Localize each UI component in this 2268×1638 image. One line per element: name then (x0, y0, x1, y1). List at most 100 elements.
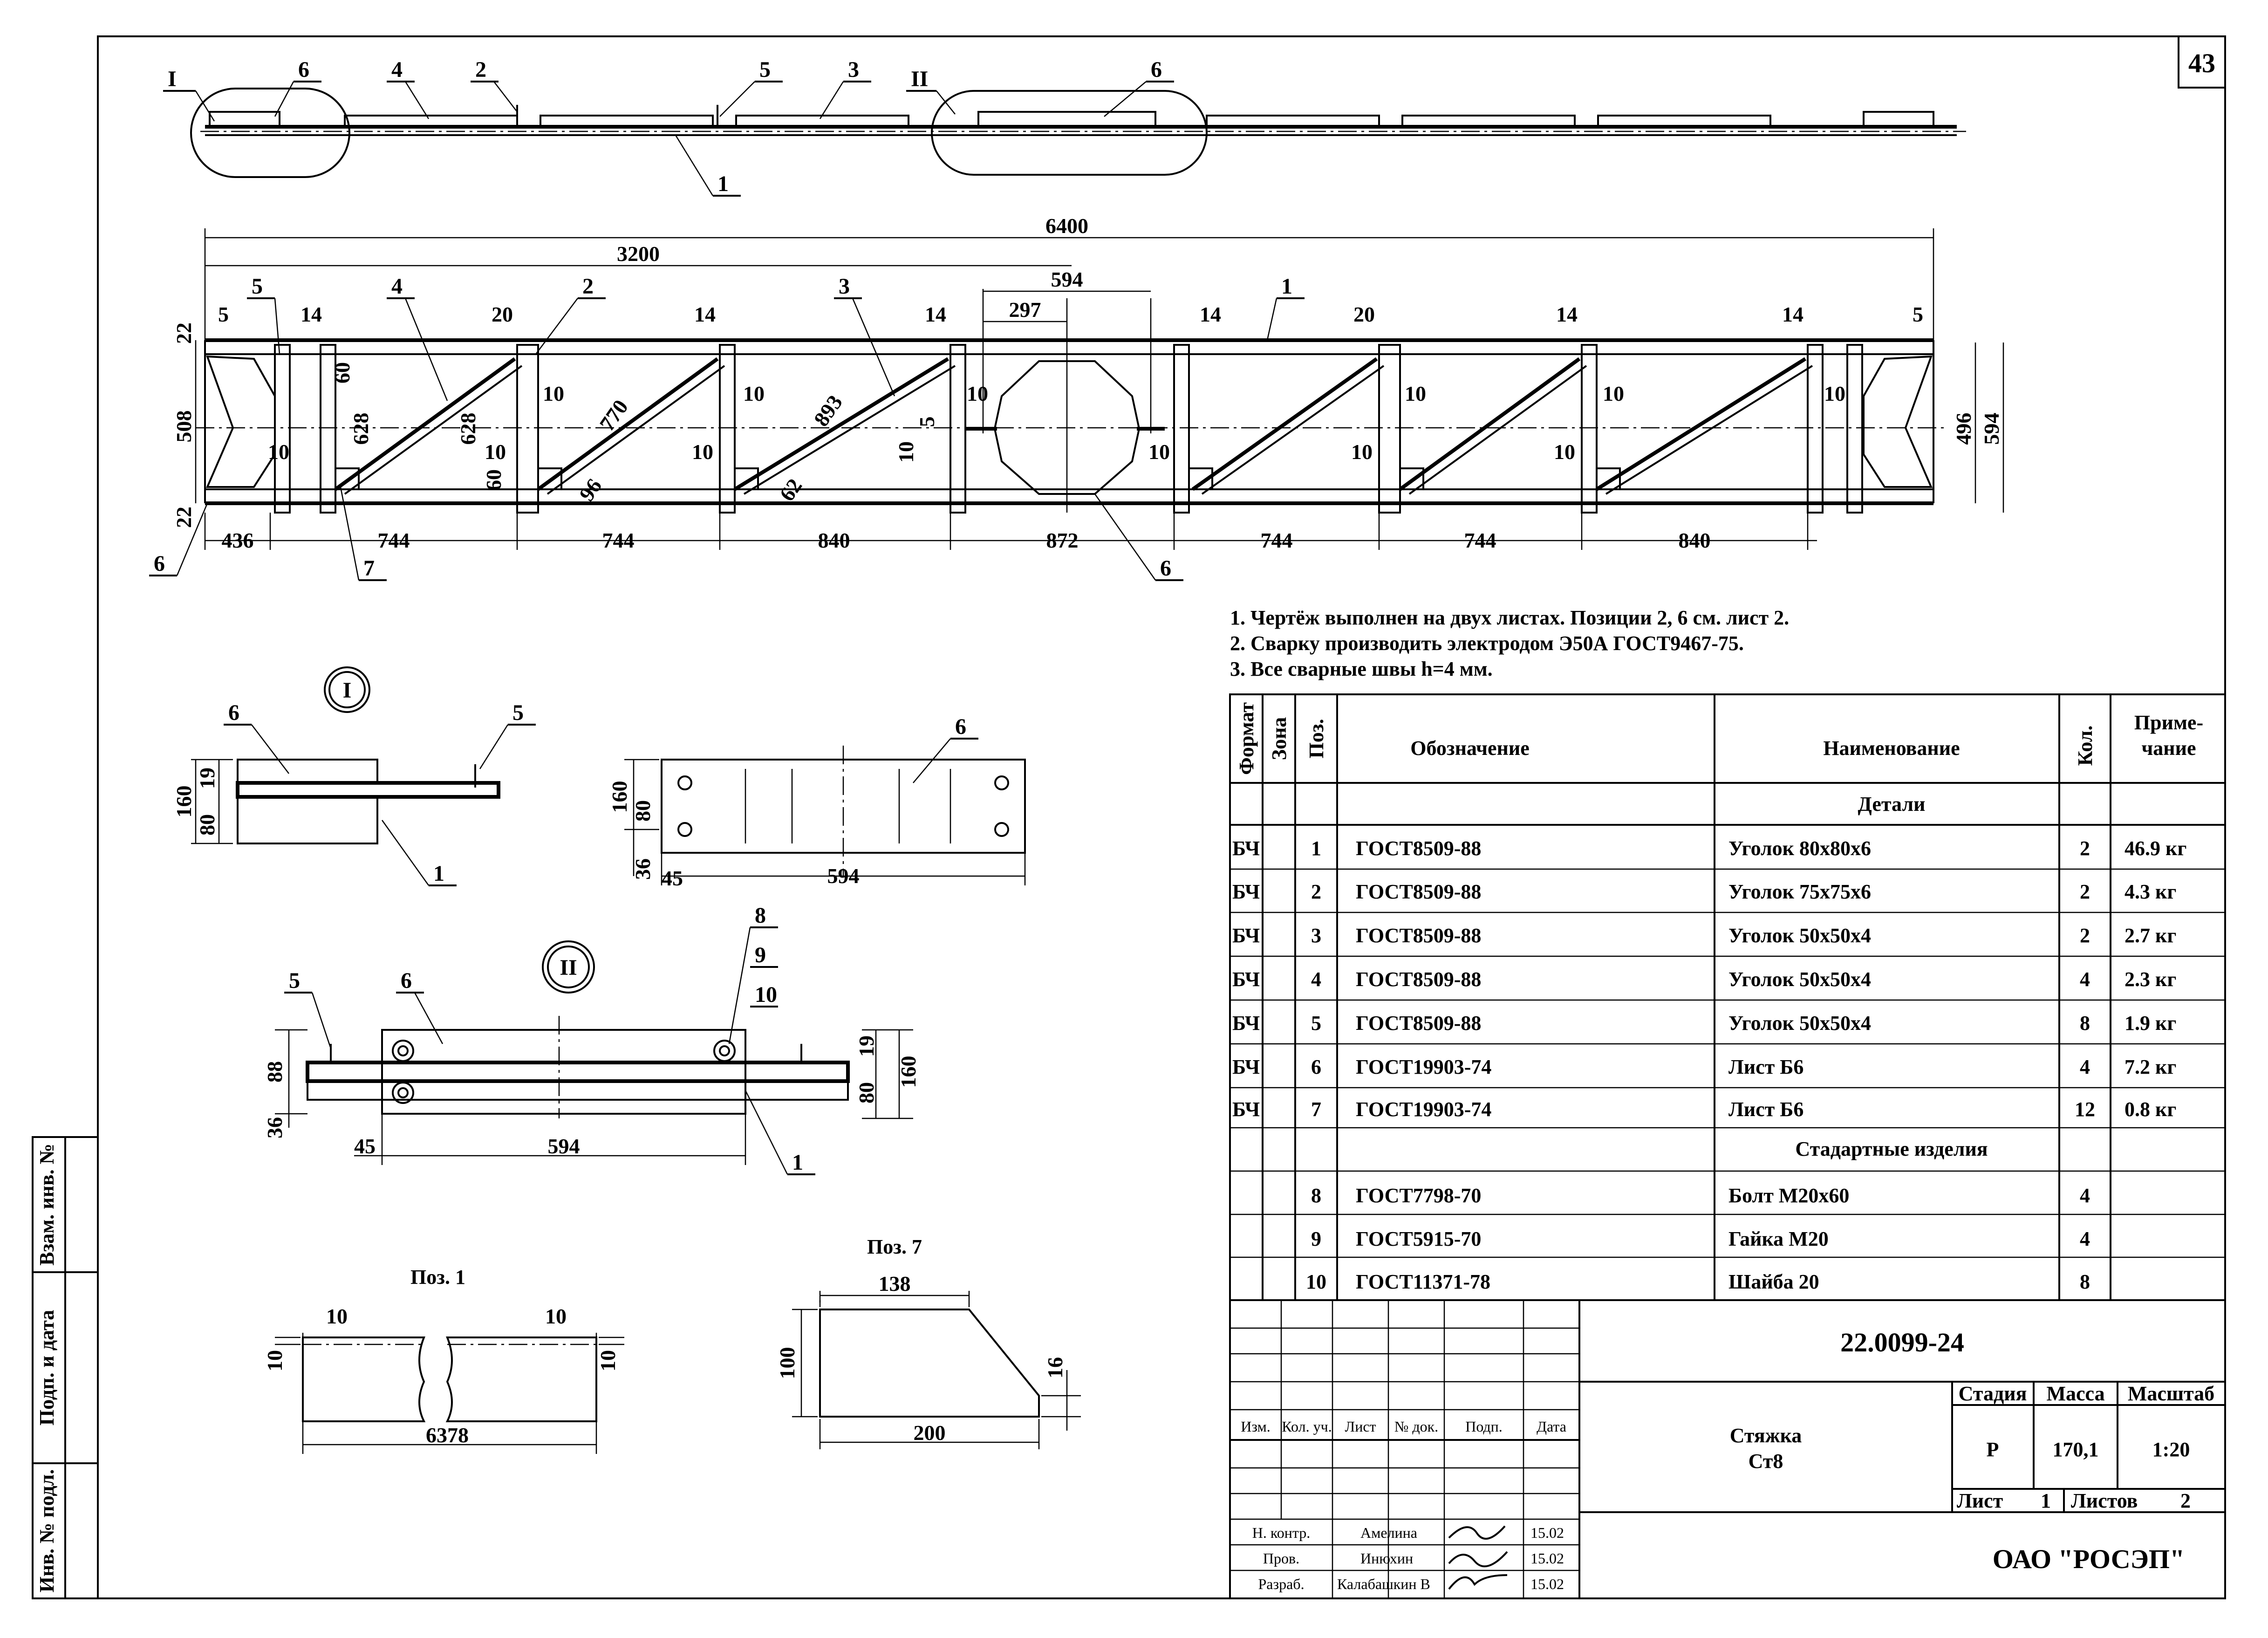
table-row: 9 ГОСТ5915-70 Гайка М20 4 (1311, 1227, 2090, 1250)
dim-label: 14 (1200, 302, 1221, 326)
dim-label: 594 (1980, 413, 2003, 445)
table-cell: ГОСТ11371-78 (1356, 1270, 1490, 1293)
scale-label: Масштаб (2128, 1382, 2214, 1405)
note-line: 1. Чертёж выполнен на двух листах. Позиц… (1230, 606, 1789, 629)
mass-value: 170,1 (2053, 1438, 2099, 1461)
table-cell: 4 (2080, 1055, 2090, 1078)
table-cell: 0.8 кг (2125, 1098, 2176, 1121)
dim-label: 160 (896, 1056, 920, 1088)
position-label: 5 (512, 700, 524, 725)
truss-main-view (196, 289, 1947, 514)
table-cell: 2.7 кг (2125, 924, 2176, 947)
dim-label: 840 (1679, 528, 1711, 552)
table-cell: БЧ (1232, 1055, 1260, 1078)
table-header: Обозначение (1410, 737, 1530, 760)
table-cell: ГОСТ19903-74 (1356, 1098, 1491, 1121)
dim-label: 19 (854, 1035, 878, 1057)
dim-label: 10 (1554, 440, 1575, 464)
table-row: БЧ 7 ГОСТ19903-74 Лист Б6 12 0.8 кг (1232, 1098, 2176, 1121)
dim-label: 20 (492, 302, 513, 326)
table-section: Детали (1858, 793, 1926, 816)
table-section: Стадартные изделия (1795, 1138, 1988, 1160)
detail-title: I (343, 678, 352, 703)
section-mark: II (911, 67, 928, 91)
detail-I: I 160 19 80 6 5 1 (172, 666, 536, 886)
dim-label: 19 (195, 768, 219, 789)
stage-label: Стадия (1959, 1382, 2027, 1405)
table-cell: 2 (2080, 924, 2090, 947)
sheet-number: 43 (2188, 48, 2215, 78)
title-col-header: Дата (1537, 1418, 1566, 1435)
table-cell: Шайба 20 (1728, 1270, 1819, 1293)
position-label: 9 (755, 943, 766, 967)
dim-label: 594 (548, 1134, 580, 1158)
dim-label: 10 (1824, 382, 1845, 405)
dim-label: 10 (1603, 382, 1624, 405)
dim-label: 508 (172, 411, 196, 443)
position-label: 6 (1151, 57, 1162, 82)
detail-title: II (560, 955, 577, 980)
table-cell: 4 (1311, 968, 1321, 991)
dim-label: 138 (879, 1272, 911, 1295)
table-row: БЧ 3 ГОСТ8509-88 Уголок 50х50х4 2 2.7 кг (1232, 924, 2176, 947)
dim-label: 628 (456, 413, 480, 445)
sheet-number-box (2178, 35, 2226, 89)
dim-label: 10 (1148, 440, 1170, 464)
table-cell: 8 (1311, 1184, 1321, 1207)
table-cell: 4 (2080, 1184, 2090, 1207)
table-row: БЧ 1 ГОСТ8509-88 Уголок 80х80х6 2 46.9 к… (1232, 837, 2186, 860)
position-label: 6 (298, 57, 309, 82)
dim-label: 744 (1464, 528, 1496, 552)
dim-label: 840 (818, 528, 850, 552)
dim-label: 80 (631, 800, 655, 822)
table-header: Зона (1268, 717, 1291, 761)
table-cell: Уголок 50х50х4 (1728, 924, 1871, 947)
table-cell: БЧ (1232, 968, 1260, 991)
sheet-label: Лист (1957, 1489, 2003, 1512)
table-row: БЧ 2 ГОСТ8509-88 Уголок 75х75х6 2 4.3 кг (1232, 880, 2176, 903)
dim-label: 100 (775, 1347, 799, 1379)
role-label: Разраб. (1258, 1576, 1304, 1592)
plate-6-view: 160 80 36 45 594 6 (608, 714, 1026, 890)
dim-label: 10 (967, 382, 988, 405)
detail-II-callout (931, 90, 1208, 176)
position-label: 6 (1160, 556, 1171, 581)
person-name: Калабашкин В (1337, 1576, 1430, 1592)
table-cell: Лист Б6 (1728, 1098, 1803, 1121)
dim-label: 20 (1353, 302, 1375, 326)
title-col-header: Кол. уч. (1282, 1418, 1332, 1435)
table-cell: БЧ (1232, 924, 1260, 947)
role-label: Пров. (1263, 1550, 1299, 1567)
dim-label: 160 (172, 786, 196, 818)
main-position-leaders: 5 4 2 3 1 6 6 7 (149, 274, 1305, 581)
dim-label: 436 (222, 528, 254, 552)
position-label: 2 (475, 57, 486, 82)
dim-label: 14 (1556, 302, 1578, 326)
table-cell: 2 (2080, 880, 2090, 903)
dim-label: 3200 (617, 242, 660, 266)
dim-label: 14 (1782, 302, 1803, 326)
position-label: 1 (1281, 274, 1292, 299)
overview-view: I II 6 4 2 5 3 6 1 (163, 57, 1966, 197)
sign-date: 15.02 (1530, 1576, 1564, 1592)
table-cell: 12 (2075, 1098, 2095, 1121)
dim-label: 6400 (1045, 214, 1088, 238)
dim-label: 62 (775, 474, 806, 506)
sheets-label: Листов (2071, 1489, 2138, 1512)
table-cell: Уголок 50х50х4 (1728, 968, 1871, 991)
table-header: чание (2141, 737, 2196, 760)
table-cell: 4 (2080, 968, 2090, 991)
signature (1448, 1551, 1508, 1568)
dim-label: 10 (692, 440, 713, 464)
table-cell: 8 (2080, 1012, 2090, 1035)
table-cell: Уголок 75х75х6 (1728, 880, 1871, 903)
dim-label: 770 (595, 395, 633, 435)
table-row: БЧ 5 ГОСТ8509-88 Уголок 50х50х4 8 1.9 кг (1232, 1012, 2176, 1035)
title-col-header: Изм. (1241, 1418, 1271, 1435)
spec-table: Формат Зона Поз. Обозначение Наименовани… (1229, 693, 2226, 1301)
dim-label: 297 (1009, 298, 1041, 322)
notes: 1. Чертёж выполнен на двух листах. Позиц… (1230, 606, 1789, 680)
pos7-view: Поз. 7 138 100 16 200 (775, 1235, 1081, 1449)
table-cell: 7.2 кг (2125, 1055, 2176, 1078)
